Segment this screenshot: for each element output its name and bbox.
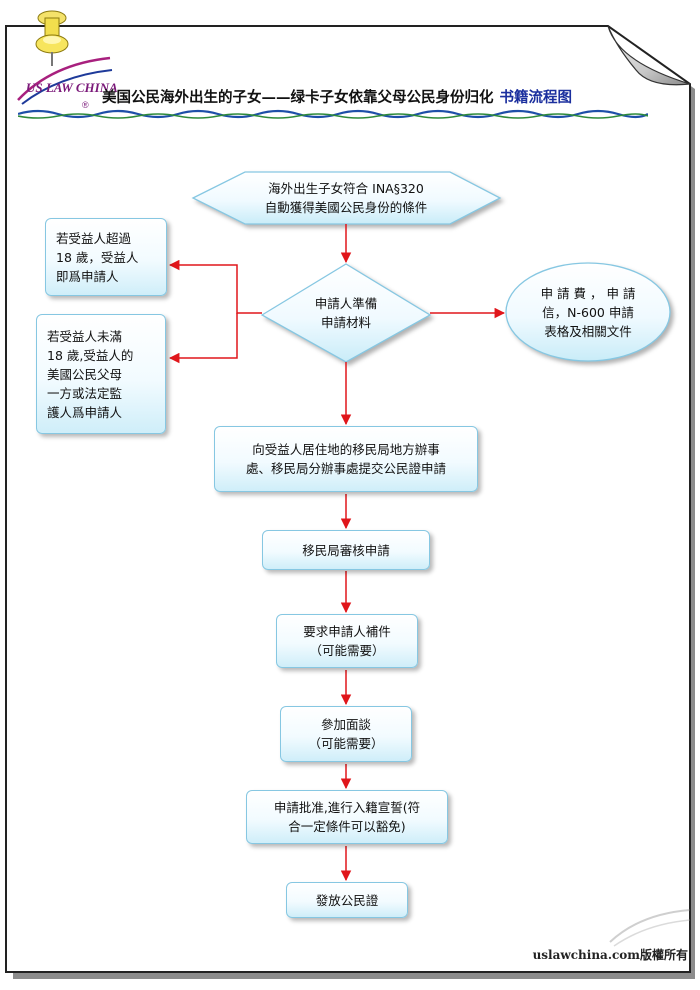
step-prepare: 申請人準備 申請材料 — [314, 296, 378, 330]
page-title: 美国公民海外出生的子女——绿卡子女依靠父母公民身份归化书籍流程图 — [102, 86, 572, 107]
arrow-prepare-to-under18 — [168, 313, 238, 364]
step-start: 海外出生子女符合 INA§320 自動獲得美國公民身份的條件 — [264, 181, 428, 215]
step-under18: 若受益人未滿 18 歲,受益人的 美國公民父母 一方或法定監 護人爲申請人 — [36, 314, 166, 434]
over18-text: 若受益人超過 18 歲，受益人 即爲申請人 — [56, 230, 139, 284]
step-submit: 向受益人居住地的移民局地方辦事 處、移民局分辦事處提交公民證申請 — [214, 426, 478, 492]
step-materials: 申 請 費 ， 申 請 信，N-600 申請 表格及相關文件 — [540, 285, 636, 339]
step-review: 移民局審核申請 — [262, 530, 430, 570]
svg-text:®: ® — [82, 100, 89, 110]
title-text: 美国公民海外出生的子女——绿卡子女依靠父母公民身份归化 — [102, 89, 494, 106]
arrow-prepare-to-over18 — [168, 259, 262, 314]
title-divider — [18, 109, 648, 119]
review-text: 移民局審核申請 — [302, 542, 390, 558]
interview-text: 參加面談 （可能需要） — [308, 717, 384, 751]
materials-ellipse — [505, 262, 671, 362]
supplement-text: 要求申請人補件 （可能需要） — [303, 624, 391, 658]
step-issue: 發放公民證 — [286, 882, 408, 918]
prepare-diamond — [260, 263, 432, 363]
submit-text: 向受益人居住地的移民局地方辦事 處、移民局分辦事處提交公民證申請 — [245, 442, 446, 476]
title-tag: 书籍流程图 — [499, 89, 573, 106]
watermark-logo — [609, 909, 691, 947]
start-hexagon — [191, 171, 502, 225]
step-over18: 若受益人超過 18 歲，受益人 即爲申請人 — [45, 218, 167, 296]
step-supplement: 要求申請人補件 （可能需要） — [276, 614, 418, 668]
step-approve: 申請批准,進行入籍宣誓(符 合一定條件可以豁免) — [246, 790, 448, 844]
approve-text: 申請批准,進行入籍宣誓(符 合一定條件可以豁免) — [273, 800, 421, 834]
step-interview: 參加面談 （可能需要） — [280, 706, 412, 762]
issue-text: 發放公民證 — [315, 892, 379, 908]
under18-text: 若受益人未滿 18 歲,受益人的 美國公民父母 一方或法定監 護人爲申請人 — [47, 328, 134, 420]
copyright-footer: uslawchina.com版權所有 — [532, 948, 688, 962]
uslawchina-logo: ® US LAW CHINA — [12, 4, 122, 110]
pushpin-icon — [35, 10, 69, 66]
logo-text: US LAW CHINA — [26, 80, 118, 95]
